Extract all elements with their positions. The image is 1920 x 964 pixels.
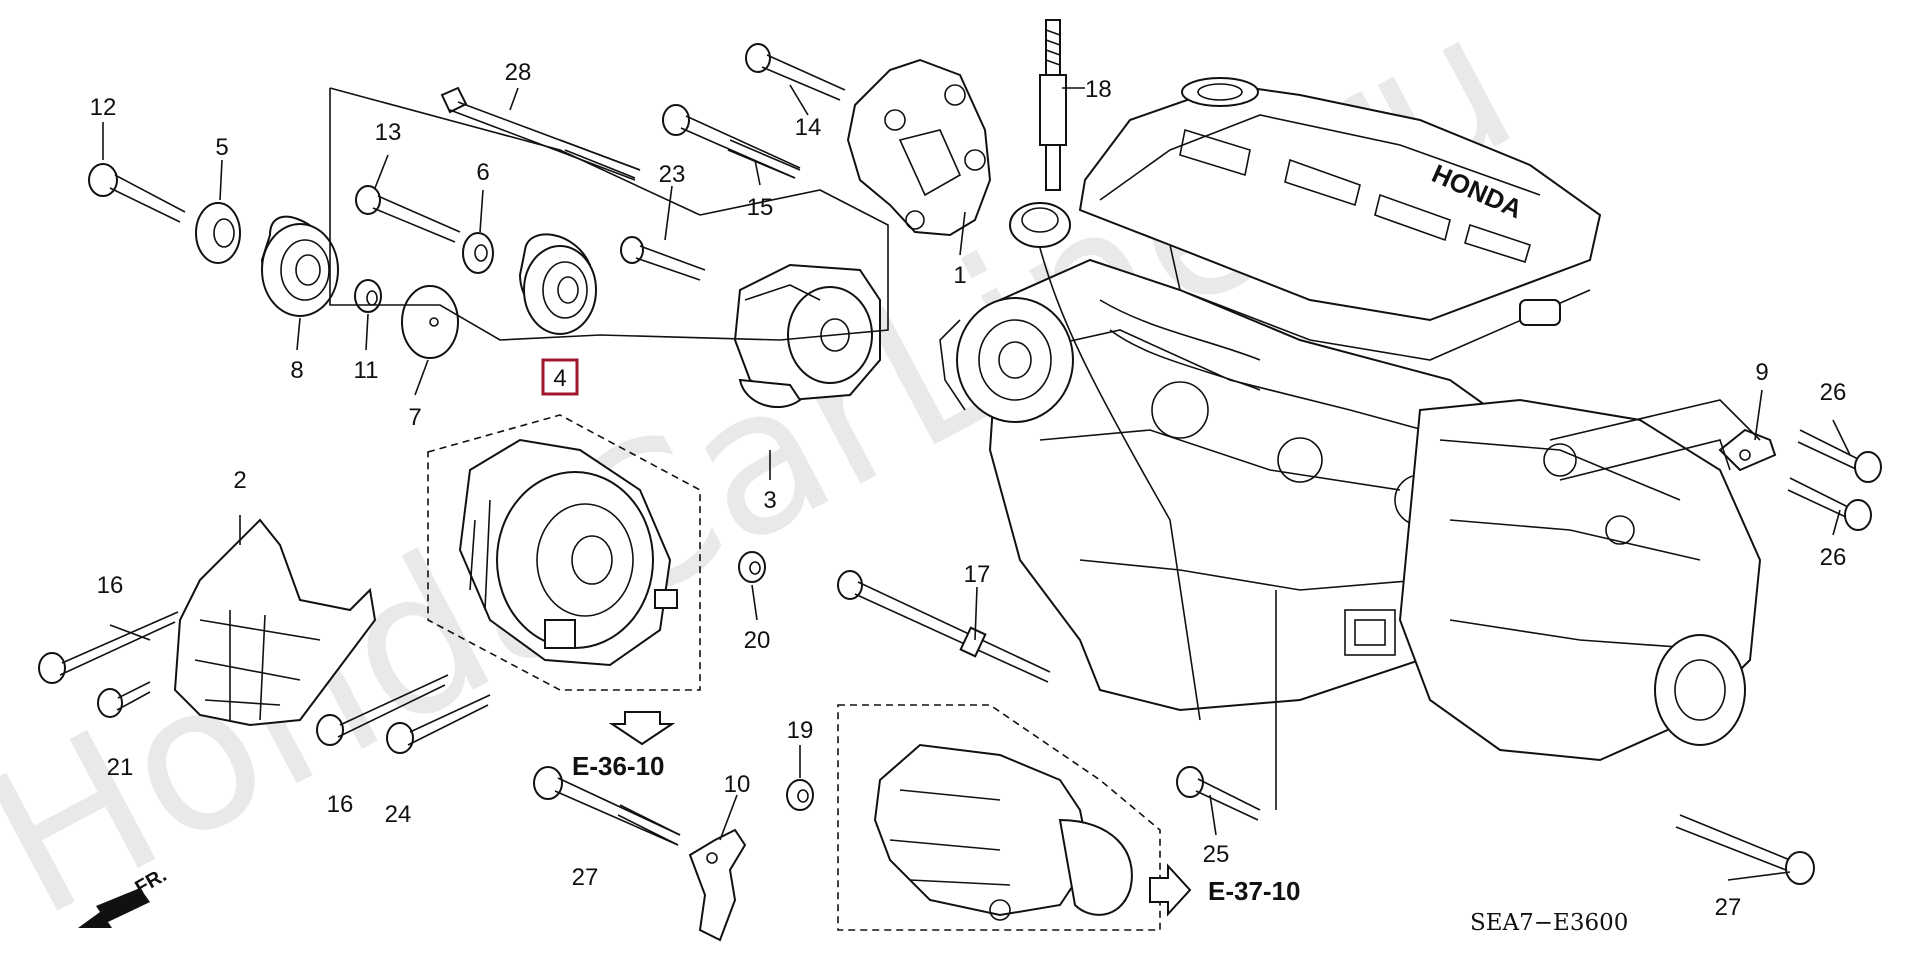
callout-2: 2: [233, 467, 246, 494]
callout-11: 11: [354, 357, 379, 384]
callout-25: 25: [1203, 841, 1230, 868]
part-24-bolt: [386, 694, 491, 754]
callout-15: 15: [747, 194, 774, 221]
callout-16-b: 16: [327, 791, 354, 818]
down-arrow-icon: [608, 711, 676, 746]
callout-3: 3: [763, 487, 776, 514]
part-25-bolt: [1176, 766, 1261, 821]
highlight-box[interactable]: [541, 358, 579, 396]
callout-16-a: 16: [97, 572, 124, 599]
part-18-stud: [1039, 19, 1067, 191]
ref-e37-label[interactable]: E-37-10: [1208, 876, 1301, 906]
part-27-bolt-a: [533, 766, 681, 846]
part-4-pulley: [518, 233, 597, 335]
alternator: [458, 438, 678, 667]
callout-26-a: 26: [1820, 379, 1847, 406]
part-1-bracket: [846, 58, 992, 237]
callout-26-b: 26: [1820, 544, 1847, 571]
starter-group-box: [837, 704, 1161, 931]
part-16-bolt-a: [38, 611, 179, 684]
right-arrow-icon: [1149, 863, 1192, 917]
part-23-bolt: [620, 236, 706, 281]
callout-8: 8: [290, 357, 303, 384]
callout-23: 23: [659, 161, 686, 188]
part-17-bolt: [837, 570, 1051, 683]
part-6-washer: [462, 232, 494, 274]
part-26-bolt-a: [1797, 429, 1882, 483]
part-21-bolt: [97, 681, 151, 718]
part-10-bracket: [688, 828, 747, 942]
part-14-bolt: [745, 43, 846, 101]
callout-13: 13: [375, 119, 402, 146]
part-3-tensioner: [733, 263, 881, 409]
part-15-bolt: [662, 104, 801, 179]
callout-19: 19: [787, 717, 814, 744]
callout-21: 21: [107, 754, 134, 781]
callout-18: 18: [1085, 76, 1112, 103]
part-7-cover: [401, 285, 459, 359]
ref-e36-label[interactable]: E-36-10: [572, 751, 665, 781]
callout-17: 17: [964, 561, 991, 588]
ref-e36-group[interactable]: E-36-10: [572, 711, 676, 781]
callout-27-b: 27: [1715, 894, 1742, 921]
callout-4-highlight[interactable]: 4: [541, 358, 579, 396]
alternator-group-box: [427, 414, 701, 691]
ref-e37-group[interactable]: E-37-10: [1149, 863, 1301, 917]
callout-5: 5: [215, 134, 228, 161]
callout-20: 20: [744, 627, 771, 654]
part-16-bolt-b: [316, 674, 449, 746]
callout-24: 24: [385, 801, 412, 828]
part-19-nut: [786, 779, 814, 811]
callout-4: 4: [553, 365, 566, 392]
part-13-bolt: [355, 185, 461, 243]
diagram-code: SEA7−E3600: [1470, 910, 1628, 936]
callout-28: 28: [505, 59, 532, 86]
part-20-nut: [738, 551, 766, 583]
callout-14: 14: [795, 114, 822, 141]
part-11-nut: [354, 279, 382, 313]
part-28-long-bolt: [440, 86, 641, 181]
part-27-bolt-b: [1675, 814, 1815, 885]
callout-12: 12: [90, 94, 117, 121]
part-5-washer: [195, 202, 241, 264]
part-26-bolt-b: [1787, 477, 1872, 531]
callout-10: 10: [724, 771, 751, 798]
front-arrow-icon: [78, 888, 150, 928]
callout-6: 6: [476, 159, 489, 186]
callouts: 12 5 8 11 7 13 6 28 23 15 14 1 18 3 2 16…: [90, 59, 1847, 921]
part-2-cover: [173, 518, 377, 727]
callout-7: 7: [408, 404, 421, 431]
part-12-bolt: [88, 163, 186, 223]
callout-9: 9: [1755, 359, 1768, 386]
starter-motor: [873, 743, 1133, 921]
engine-assembly: HONDA: [939, 77, 1777, 762]
leader-lines: [102, 84, 1851, 881]
callout-27-a: 27: [572, 864, 599, 891]
callout-1: 1: [953, 262, 966, 289]
part-8-pulley: [260, 215, 339, 317]
